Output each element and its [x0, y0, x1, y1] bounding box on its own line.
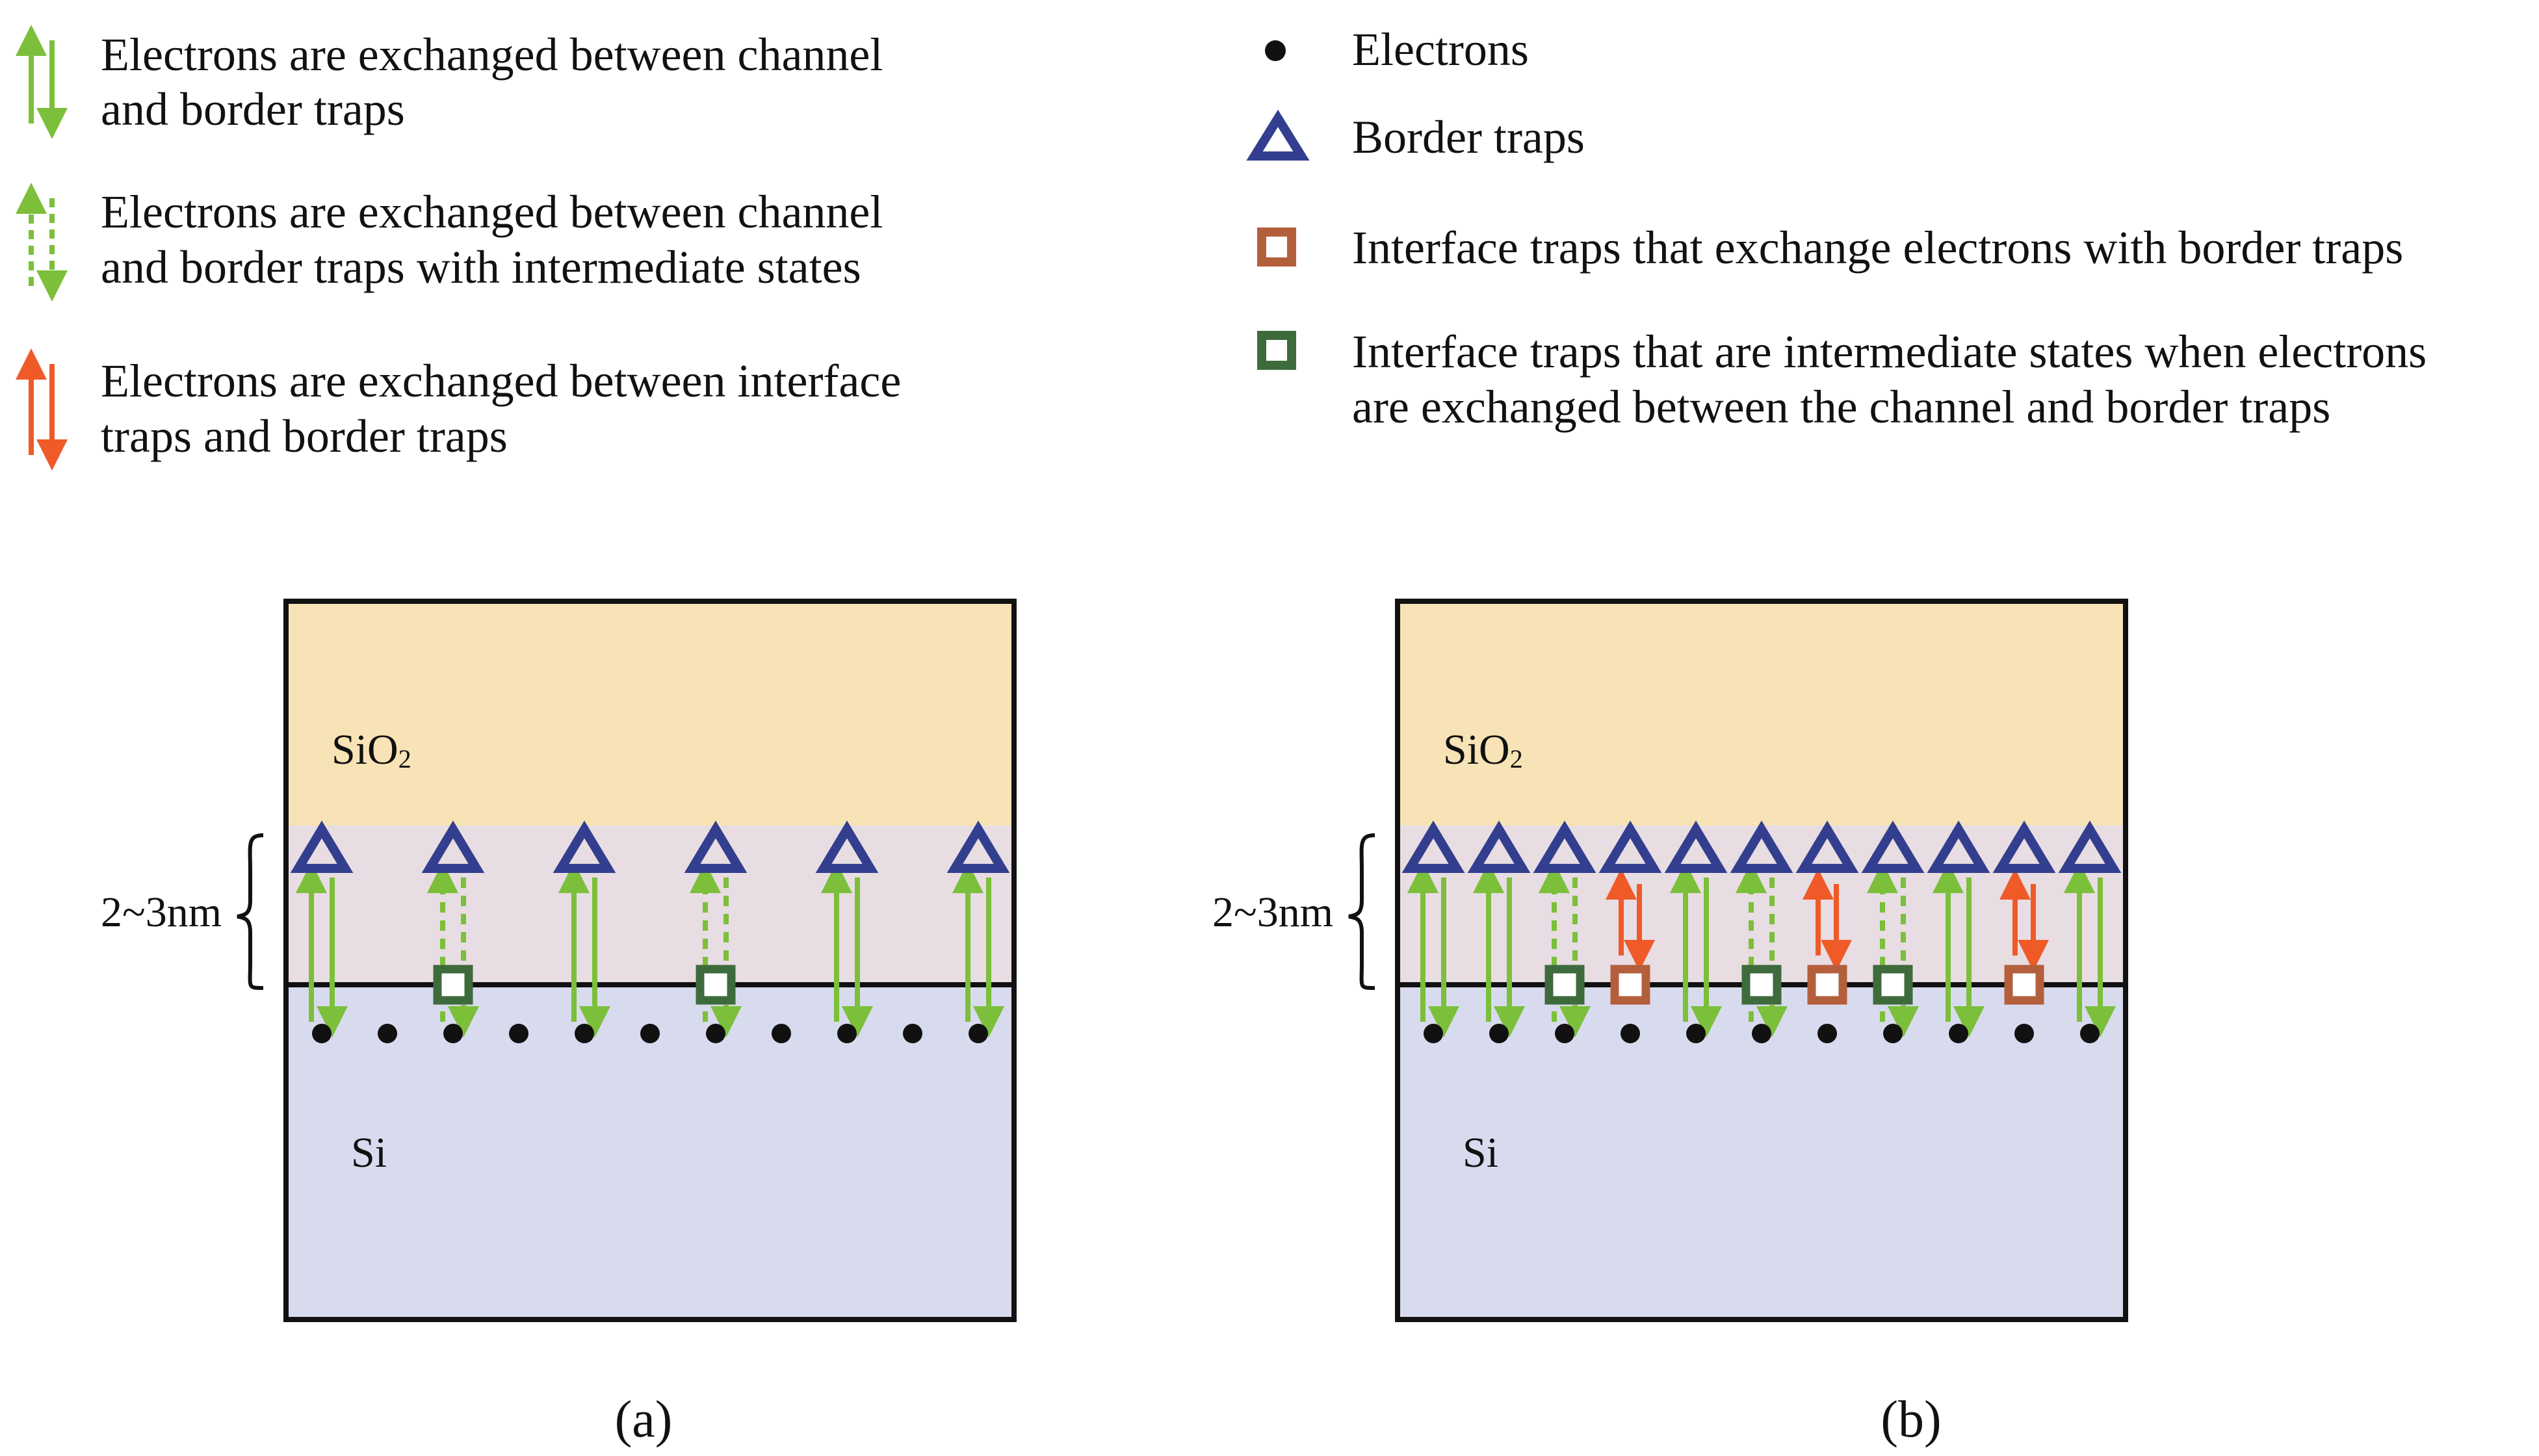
- legend-text-line: and border traps with intermediate state…: [101, 241, 861, 293]
- electron-dot: [443, 1024, 463, 1043]
- legend-dashed-green-arrow-icon: [16, 183, 68, 302]
- panel-a: SiO2 Si 2~3nm (a): [101, 599, 1017, 1448]
- electron-dot: [1424, 1024, 1443, 1043]
- interface-trap-brown-square-icon: [1257, 228, 1296, 266]
- border-trap-triangle: [1730, 820, 1793, 873]
- electron-dot: [1949, 1024, 1968, 1043]
- interface-trap-group: [433, 965, 736, 1005]
- legend-text-line: Electrons are exchanged between interfac…: [101, 355, 901, 407]
- border-trap-triangle-icon: [1246, 109, 1310, 161]
- electron-dot: [1621, 1024, 1640, 1043]
- border-trap-triangle: [1795, 820, 1859, 873]
- border-trap-triangle: [290, 820, 354, 873]
- legend-item-interface-trap-exchange: Interface traps that exchange electrons …: [1257, 222, 2403, 274]
- electron-dot: [1752, 1024, 1771, 1043]
- electron-dot-icon: [1265, 40, 1286, 61]
- electron-dot: [969, 1024, 988, 1043]
- legend-item-border-trap: Border traps: [1246, 109, 1585, 163]
- border-trap-triangle: [2058, 820, 2122, 873]
- border-trap-triangle: [946, 820, 1010, 873]
- silicon-label: Si: [351, 1129, 387, 1176]
- interface-trap-brown-square: [1807, 965, 1847, 1005]
- border-trap-triangle: [684, 820, 748, 873]
- electron-group: [1424, 1024, 2100, 1043]
- legend-item-interface-trap-intermediate: Interface traps that are intermediate st…: [1257, 326, 2427, 433]
- electron-dot: [575, 1024, 594, 1043]
- oxide-layer: [286, 601, 1014, 826]
- interface-trap-group: [1544, 965, 2044, 1005]
- electron-dot: [509, 1024, 528, 1043]
- legend-red-arrow-icon: [16, 348, 68, 471]
- border-trap-triangle: [421, 820, 485, 873]
- legend-left: Electrons are exchanged between channel …: [16, 25, 901, 471]
- electron-dot: [706, 1024, 725, 1043]
- border-trap-triangle: [1533, 820, 1596, 873]
- electron-dot: [1555, 1024, 1574, 1043]
- electron-dot: [312, 1024, 332, 1043]
- interface-trap-green-square: [696, 965, 736, 1005]
- thickness-brace: [1348, 833, 1375, 990]
- legend-item-interface-border: Electrons are exchanged between interfac…: [16, 348, 901, 471]
- electron-dot: [903, 1024, 922, 1043]
- electron-dot: [1817, 1024, 1837, 1043]
- panel-label: (b): [1881, 1391, 1941, 1448]
- legend-item-electron: Electrons: [1265, 23, 1529, 75]
- thickness-label: 2~3nm: [101, 889, 222, 936]
- electron-dot: [1883, 1024, 1903, 1043]
- border-trap-triangle: [1598, 820, 1662, 873]
- border-trap-group: [290, 820, 1010, 873]
- legend-text-line: traps and border traps: [101, 410, 508, 462]
- legend-item-channel-border-intermediate: Electrons are exchanged between channel …: [16, 183, 883, 302]
- electron-dot: [837, 1024, 857, 1043]
- interface-trap-green-square: [1741, 965, 1782, 1005]
- legend-right: Electrons Border traps Interface traps t…: [1246, 23, 2427, 433]
- border-trap-triangle: [1401, 820, 1465, 873]
- silicon-label: Si: [1463, 1129, 1498, 1176]
- legend-text-line: and border traps: [101, 83, 405, 135]
- panel-frame: [283, 599, 1017, 1322]
- interface-trap-green-square-icon: [1257, 331, 1296, 370]
- border-trap-triangle: [815, 820, 879, 873]
- panel-label: (a): [615, 1391, 673, 1448]
- border-trap-triangle: [1927, 820, 1990, 873]
- interface-trap-green-square: [1544, 965, 1585, 1005]
- legend-text-line: Border traps: [1352, 111, 1585, 163]
- border-trap-triangle: [1992, 820, 2056, 873]
- electron-group: [312, 1024, 988, 1043]
- oxide-label: SiO2: [1443, 726, 1523, 774]
- legend-text-line: Interface traps that exchange electrons …: [1352, 222, 2403, 274]
- legend-text-line: Interface traps that are intermediate st…: [1352, 326, 2427, 378]
- border-trap-triangle: [1467, 820, 1531, 873]
- thickness-label: 2~3nm: [1212, 889, 1333, 936]
- oxide-layer: [1398, 601, 2126, 826]
- legend-text-line: Electrons are exchanged between channel: [101, 29, 883, 81]
- electron-dot: [378, 1024, 397, 1043]
- electron-dot: [640, 1024, 660, 1043]
- electron-dot: [1489, 1024, 1509, 1043]
- legend-text-line: Electrons: [1352, 23, 1529, 75]
- border-trap-triangle: [553, 820, 616, 873]
- border-trap-triangle: [1861, 820, 1925, 873]
- border-region: [286, 826, 1014, 985]
- interface-trap-brown-square: [2004, 965, 2044, 1005]
- electron-dot: [1686, 1024, 1706, 1043]
- border-trap-triangle: [1664, 820, 1728, 873]
- interface-trap-green-square: [433, 965, 473, 1005]
- thickness-brace: [237, 833, 264, 990]
- electron-dot: [772, 1024, 791, 1043]
- legend-text-line: Electrons are exchanged between channel: [101, 186, 883, 238]
- legend-solid-green-arrow-icon: [16, 25, 68, 139]
- legend-text-line: are exchanged between the channel and bo…: [1352, 381, 2330, 433]
- border-trap-group: [1401, 820, 2122, 873]
- electron-dot: [2080, 1024, 2100, 1043]
- legend-item-channel-border: Electrons are exchanged between channel …: [16, 25, 883, 139]
- panel-frame: [1395, 599, 2128, 1322]
- oxide-label: SiO2: [332, 726, 411, 774]
- electron-dot: [2014, 1024, 2034, 1043]
- panel-b: SiO2 Si 2~3nm (b): [1212, 599, 2128, 1448]
- interface-trap-green-square: [1873, 965, 1913, 1005]
- interface-trap-brown-square: [1610, 965, 1650, 1005]
